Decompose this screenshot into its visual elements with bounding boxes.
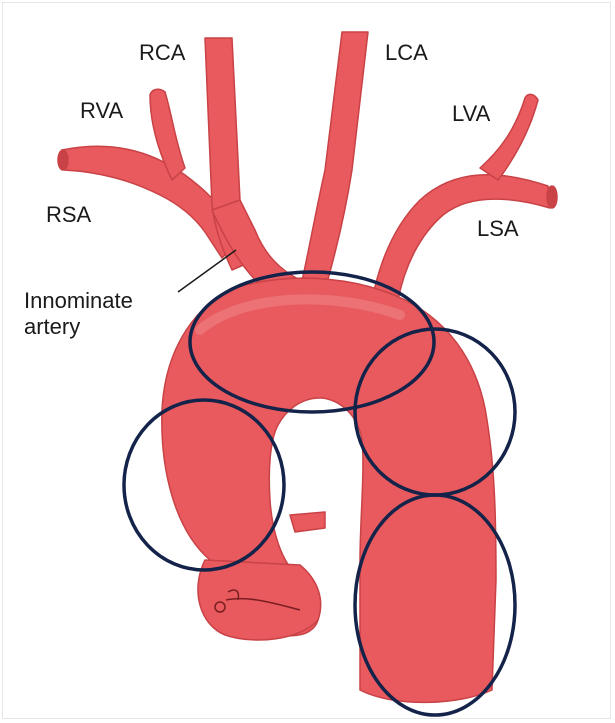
label-lva: LVA	[452, 103, 490, 125]
rsa-opening	[58, 150, 68, 170]
label-rva: RVA	[80, 100, 123, 122]
label-rca: RCA	[139, 42, 185, 64]
label-lca: LCA	[385, 42, 428, 64]
lca-vessel	[300, 32, 368, 290]
lsa-vessel	[372, 175, 550, 300]
innominate-leader-line	[178, 250, 236, 292]
coronary-stub	[290, 512, 325, 532]
lsa-opening	[547, 186, 557, 208]
arteries	[58, 32, 557, 702]
label-innominate-artery: Innominate artery	[24, 288, 133, 340]
label-rsa: RSA	[46, 204, 91, 226]
aortic-arch	[162, 278, 496, 702]
label-lsa: LSA	[477, 218, 519, 240]
